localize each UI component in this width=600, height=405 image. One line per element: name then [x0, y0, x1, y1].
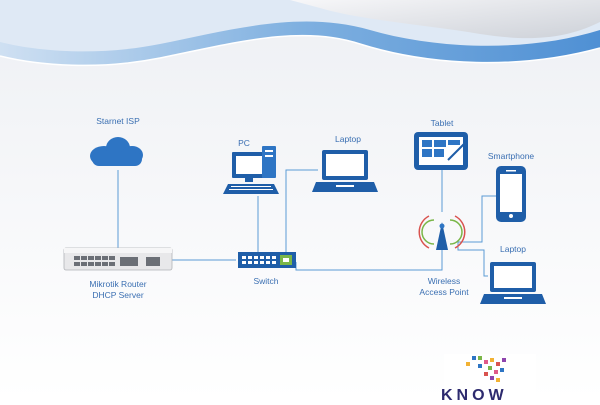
switch-icon	[238, 252, 296, 268]
tablet-icon	[414, 132, 468, 170]
pc-label: PC	[238, 138, 250, 148]
smartphone-icon	[496, 166, 526, 222]
wap-label-line1: Wireless	[427, 276, 461, 286]
pc-icon	[223, 146, 279, 194]
cloud-icon	[90, 137, 143, 166]
laptop-right-icon	[480, 262, 546, 304]
smartphone-label: Smartphone	[487, 151, 535, 161]
know-logo	[444, 354, 536, 400]
tablet-label: Tablet	[430, 118, 454, 128]
laptop-top-icon	[312, 150, 378, 192]
header-waves	[0, 0, 600, 67]
router-label-line2: DHCP Server	[92, 290, 144, 300]
router-label-line1: Mikrotik Router	[89, 279, 147, 289]
router-label: Mikrotik Router DHCP Server	[89, 279, 146, 301]
link-switch-laptop	[285, 169, 318, 258]
router-icon	[63, 247, 173, 271]
laptop-top-label: Laptop	[335, 134, 361, 144]
isp-label: Starnet ISP	[96, 116, 140, 126]
wap-label: Wireless Access Point	[419, 276, 468, 298]
laptop-right-label: Laptop	[500, 244, 526, 254]
wap-label-line2: Access Point	[419, 287, 469, 297]
link-wap-smartphone	[458, 195, 496, 243]
wireless-ap-icon	[418, 215, 466, 250]
switch-label: Switch	[253, 276, 279, 286]
logo-text: KNOW	[441, 387, 508, 404]
